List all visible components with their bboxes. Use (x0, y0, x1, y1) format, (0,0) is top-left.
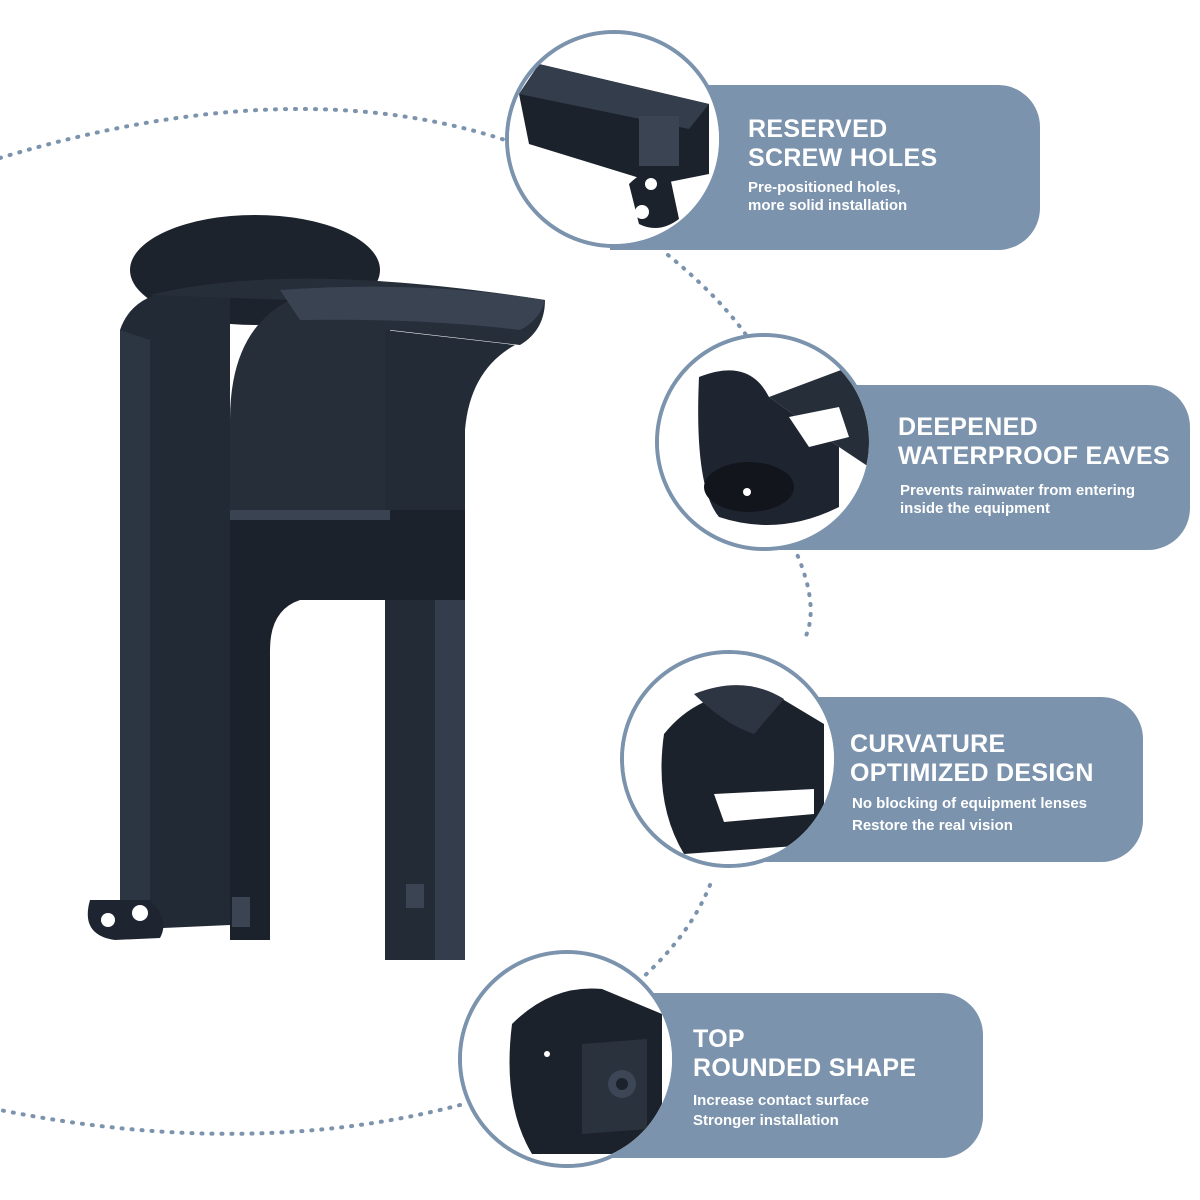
feature-desc-line: Stronger installation (693, 1112, 839, 1129)
feature-title: DEEPENED WATERPROOF EAVES (898, 413, 1170, 471)
feature-desc-line: inside the equipment (900, 500, 1051, 517)
rounded-top-closeup-icon (458, 950, 676, 1168)
feature-description: Prevents rainwater from entering inside … (900, 482, 1135, 518)
screw-hole-closeup-icon (505, 30, 723, 248)
feature-desc-line: Restore the real vision (852, 817, 1013, 834)
feature-desc-line: more solid installation (748, 197, 908, 214)
eaves-closeup-icon (655, 333, 873, 551)
feature-title-line: WATERPROOF EAVES (898, 442, 1170, 470)
feature-desc-line: Increase contact surface (693, 1092, 869, 1109)
bracket-product (87, 215, 545, 960)
feature-description: Increase contact surface Stronger instal… (693, 1091, 869, 1131)
curvature-closeup-icon (620, 650, 838, 868)
feature-description: Pre-positioned holes, more solid install… (748, 179, 907, 215)
feature-desc-line: Prevents rainwater from entering (900, 482, 1136, 499)
feature-title-line: ROUNDED SHAPE (693, 1054, 917, 1082)
feature-title: RESERVED SCREW HOLES (748, 115, 937, 173)
feature-title-line: TOP (693, 1025, 745, 1053)
feature-title: CURVATURE OPTIMIZED DESIGN (850, 730, 1094, 788)
feature-title-line: OPTIMIZED DESIGN (850, 759, 1094, 787)
feature-desc-line: Pre-positioned holes, (748, 179, 901, 196)
feature-title-line: CURVATURE (850, 730, 1006, 758)
feature-description: No blocking of equipment lenses Restore … (852, 793, 1087, 837)
feature-title-line: SCREW HOLES (748, 144, 938, 172)
feature-title-line: DEEPENED (898, 413, 1038, 441)
feature-title: TOP ROUNDED SHAPE (693, 1025, 916, 1083)
feature-desc-line: No blocking of equipment lenses (852, 795, 1088, 812)
feature-title-line: RESERVED (748, 115, 888, 143)
